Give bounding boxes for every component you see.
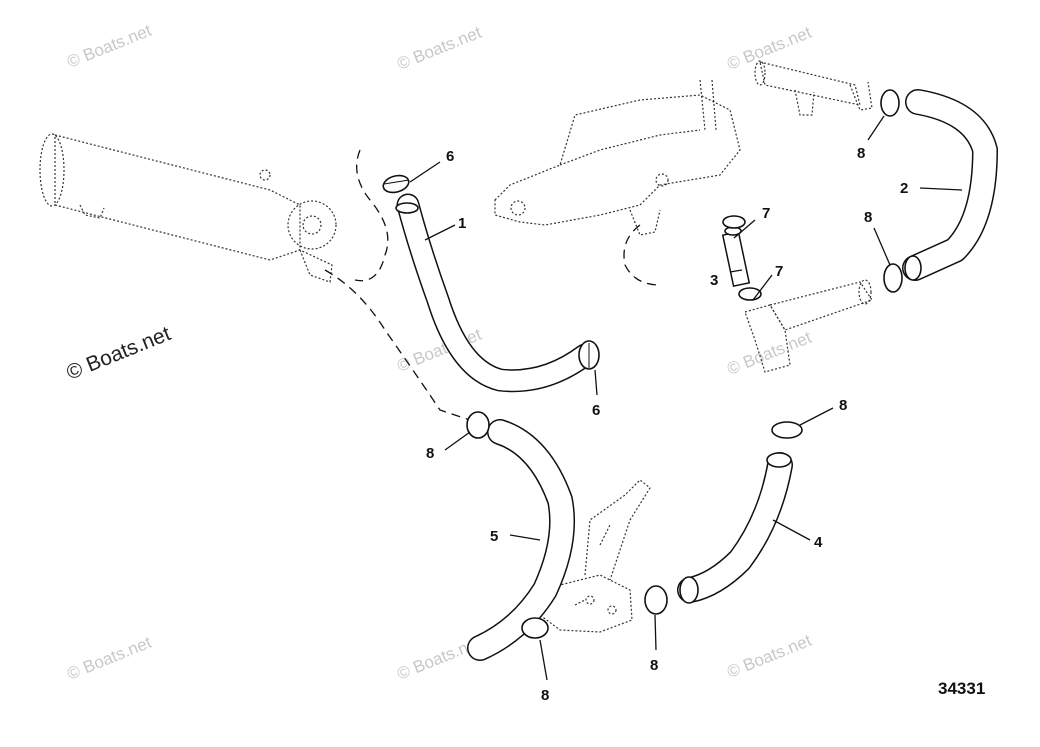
callout-6: 6 (446, 148, 454, 165)
callout-6: 6 (592, 402, 600, 419)
engine-manifold-ghost (494, 79, 741, 236)
callout-8: 8 (541, 687, 549, 704)
figure-number: 34331 (938, 679, 985, 698)
callout-1: 1 (458, 215, 466, 232)
clamp-6-mid[interactable] (578, 340, 600, 370)
watermark: © Boats.net (64, 633, 154, 684)
callout-2: 2 (900, 180, 908, 197)
clamp-8-right[interactable] (883, 263, 903, 293)
clamp-8-lowright[interactable] (771, 421, 803, 439)
hose-5[interactable] (467, 419, 576, 661)
lower-right-fitting-ghost (744, 279, 873, 373)
clamp-8-left[interactable] (466, 411, 490, 439)
hose-4[interactable] (677, 452, 793, 604)
callout-3: 3 (710, 272, 718, 289)
leader-lines (409, 115, 963, 681)
clamp-7-top[interactable] (722, 215, 746, 229)
callout-7: 7 (762, 205, 770, 222)
watermark-large: © Boats.net (63, 322, 174, 385)
callout-4: 4 (814, 534, 823, 551)
thermostat-housing-ghost (539, 479, 651, 633)
watermark: © Boats.net (394, 23, 484, 74)
callout-8: 8 (857, 145, 865, 162)
callouts: 6 1 8 2 7 8 3 7 6 8 8 5 4 8 8 (426, 145, 908, 704)
watermark: © Boats.net (724, 328, 814, 379)
callout-7: 7 (775, 263, 783, 280)
clamp-8-topright[interactable] (880, 89, 900, 117)
callout-5: 5 (490, 528, 498, 545)
watermark: © Boats.net (724, 23, 814, 74)
dashed-ghost-hose (324, 149, 661, 421)
heat-exchanger-ghost (39, 133, 337, 283)
watermark: © Boats.net (724, 631, 814, 682)
callout-8: 8 (839, 397, 847, 414)
hose-3[interactable] (721, 226, 751, 287)
callout-8: 8 (650, 657, 658, 674)
hose-1[interactable] (395, 193, 597, 393)
top-right-fitting-ghost (754, 60, 873, 116)
clamp-8-bottomleft[interactable] (521, 617, 549, 639)
hose-2[interactable] (902, 89, 998, 281)
callout-8: 8 (426, 445, 434, 462)
watermark: © Boats.net (64, 21, 154, 72)
clamp-8-bottomcenter[interactable] (644, 585, 668, 615)
clamp-6-top[interactable] (381, 173, 410, 195)
callout-8: 8 (864, 209, 872, 226)
